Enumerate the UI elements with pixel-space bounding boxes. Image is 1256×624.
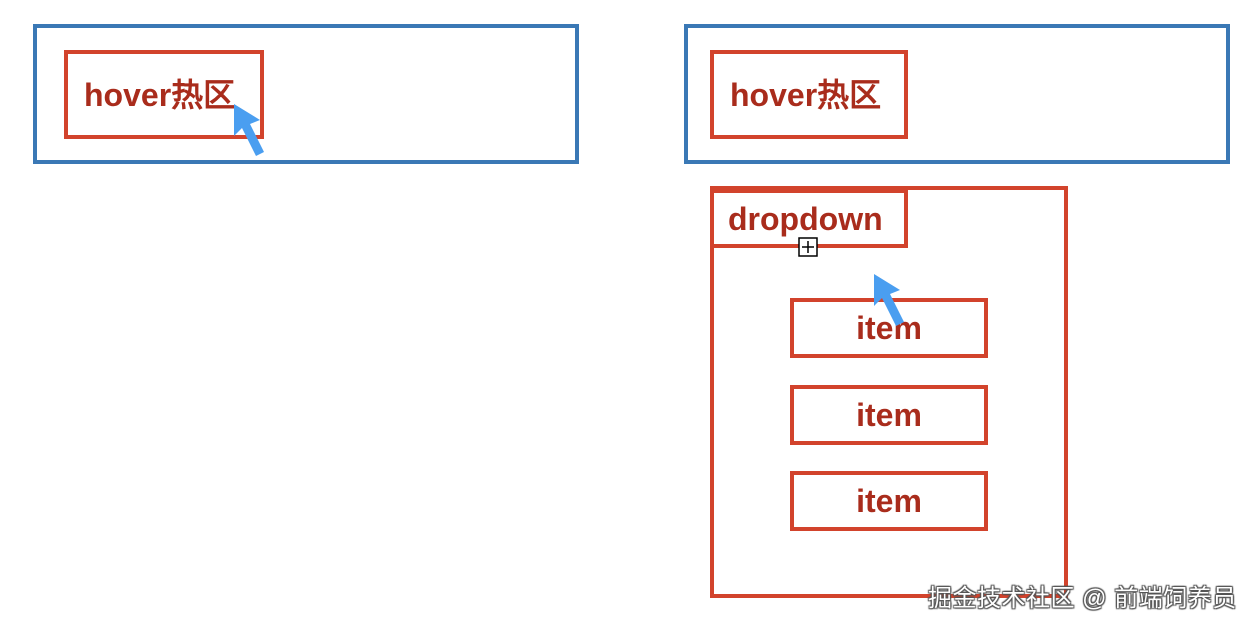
left-hover-zone-label: hover热区 <box>84 76 236 113</box>
dropdown-item-label: item <box>856 397 922 433</box>
dropdown-item-label: item <box>856 310 922 346</box>
left-hover-zone[interactable]: hover热区 <box>64 50 264 139</box>
dropdown-panel <box>710 186 1068 598</box>
cursor-arrow-icon <box>874 274 904 326</box>
left-container <box>33 24 579 164</box>
dropdown-item[interactable]: item <box>790 471 988 531</box>
right-hover-zone[interactable]: hover热区 <box>710 50 908 139</box>
dropdown-item-label: item <box>856 483 922 519</box>
right-container <box>684 24 1230 164</box>
right-hover-zone-label: hover热区 <box>730 76 882 113</box>
plus-box-icon <box>798 237 818 257</box>
cursor-arrow-icon <box>234 104 264 156</box>
dropdown-header-label: dropdown <box>728 200 883 237</box>
dropdown-item[interactable]: item <box>790 385 988 445</box>
watermark-text: 掘金技术社区 @ 前端饲养员 <box>928 585 1237 612</box>
